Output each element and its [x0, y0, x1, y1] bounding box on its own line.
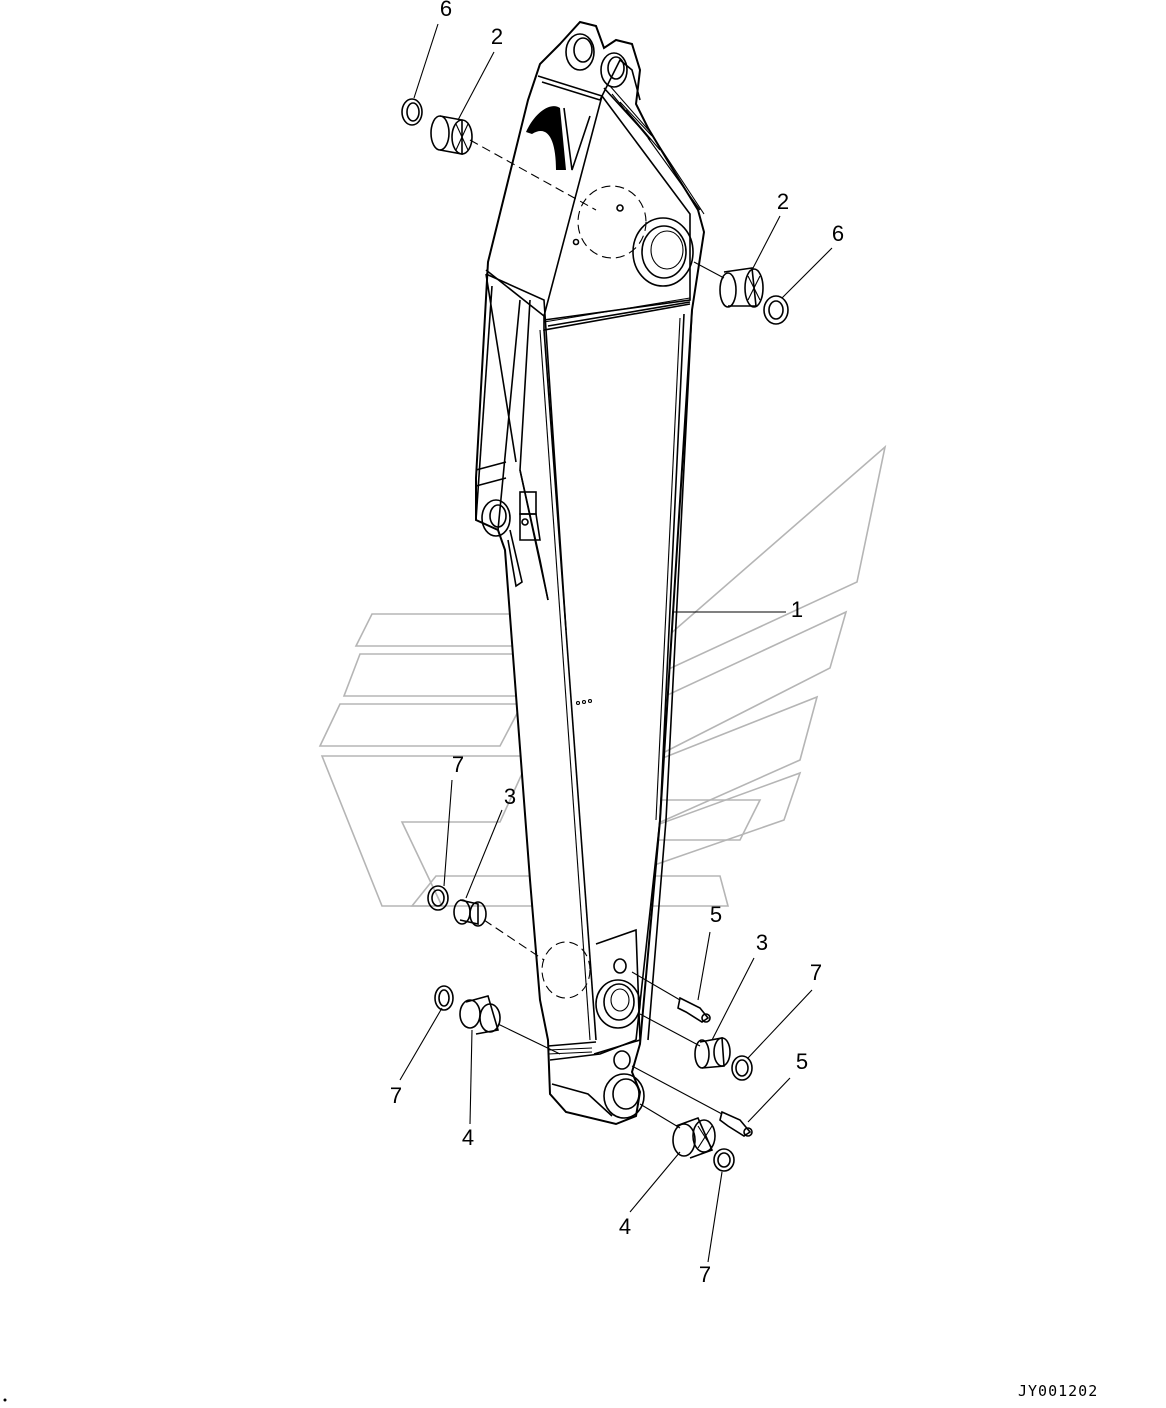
callout-6-right: 6 [832, 221, 844, 246]
callout-7-low-left: 7 [390, 1083, 402, 1108]
dust-seal-7-bottom [713, 1148, 735, 1172]
dust-seal-6-right [763, 295, 789, 325]
bushing-2-top [430, 115, 473, 155]
bushing-3-mid-left [453, 899, 487, 927]
dust-seal-7-low-left [434, 985, 454, 1011]
watermark-logo [318, 444, 887, 907]
dust-seal-7-right [731, 1055, 753, 1081]
dust-seal-7-mid-left [427, 885, 449, 911]
parts [401, 98, 789, 1172]
callout-7-mid-left: 7 [452, 752, 464, 777]
bushing-2-right [719, 267, 764, 308]
callout-3-right: 3 [756, 930, 768, 955]
callout-5-upper: 5 [710, 902, 722, 927]
bushing-4-low-left [459, 995, 501, 1035]
dust-seal-6-top [401, 98, 423, 126]
callout-7-bottom: 7 [699, 1262, 711, 1287]
bushing-4-bottom [672, 1116, 716, 1159]
bushing-3-right [694, 1037, 731, 1069]
callout-1: 1 [791, 597, 803, 622]
callout-2-top: 2 [491, 24, 503, 49]
callout-4-left: 4 [462, 1125, 474, 1150]
callout-labels: 1 2 2 3 3 4 4 5 5 6 6 7 7 7 7 [390, 0, 844, 1287]
callout-2-right: 2 [777, 189, 789, 214]
callout-4-bottom: 4 [619, 1214, 631, 1239]
callout-7-right: 7 [810, 960, 822, 985]
arm-body [475, 20, 706, 1126]
leader-lines [399, 23, 833, 1263]
callout-6-top: 6 [440, 0, 452, 21]
callout-3-left: 3 [504, 784, 516, 809]
grease-fitting-5-lower [719, 1110, 753, 1137]
corner-dot [3, 1398, 7, 1402]
drawing-code: JY001202 [1018, 1382, 1098, 1400]
callout-5-lower: 5 [796, 1049, 808, 1074]
grease-fitting-5-upper [677, 996, 711, 1023]
